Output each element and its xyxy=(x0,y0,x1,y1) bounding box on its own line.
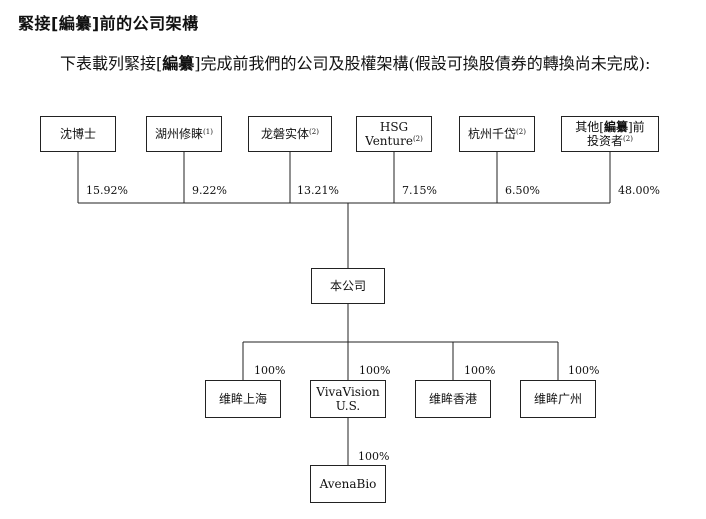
shareholder-longpan-entities: 龙磐实体(2) xyxy=(248,116,332,152)
pct-avenabio: 100% xyxy=(358,450,390,463)
pct-other-investors: 48.00% xyxy=(618,184,660,197)
shareholder-dr-shen: 沈博士 xyxy=(40,116,116,152)
shareholder-huzhou-xiulai: 湖州修睐(1) xyxy=(146,116,222,152)
pct-vivavision-us: 100% xyxy=(359,364,391,377)
shareholder-other-investors: 其他[編纂]前 投资者(2) xyxy=(561,116,659,152)
subsidiary-avenabio: AvenaBio xyxy=(310,465,386,503)
pct-dr-shen: 15.92% xyxy=(86,184,128,197)
subsidiary-vm-shanghai: 维眸上海 xyxy=(205,380,281,418)
pct-vm-shanghai: 100% xyxy=(254,364,286,377)
subsidiary-vm-hongkong: 维眸香港 xyxy=(415,380,491,418)
shareholder-hsg-venture: HSG Venture(2) xyxy=(356,116,432,152)
section-title: 緊接[編纂]前的公司架構 xyxy=(18,14,199,33)
subsidiary-vivavision-us: VivaVision U.S. xyxy=(310,380,386,418)
subsidiary-vm-guangzhou: 维眸广州 xyxy=(520,380,596,418)
company-box: 本公司 xyxy=(311,268,385,304)
redacted-mark: 編纂 xyxy=(162,54,195,73)
pct-huzhou-xiulai: 9.22% xyxy=(192,184,227,197)
pct-vm-hongkong: 100% xyxy=(464,364,496,377)
pct-hangzhou-qiandai: 6.50% xyxy=(505,184,540,197)
pct-vm-guangzhou: 100% xyxy=(568,364,600,377)
intro-paragraph: 下表載列緊接[編纂]完成前我們的公司及股權架構(假設可換股債券的轉換尚未完成): xyxy=(60,54,651,73)
pct-longpan-entities: 13.21% xyxy=(297,184,339,197)
shareholder-hangzhou-qiandai: 杭州千岱(2) xyxy=(459,116,535,152)
pct-hsg-venture: 7.15% xyxy=(402,184,437,197)
